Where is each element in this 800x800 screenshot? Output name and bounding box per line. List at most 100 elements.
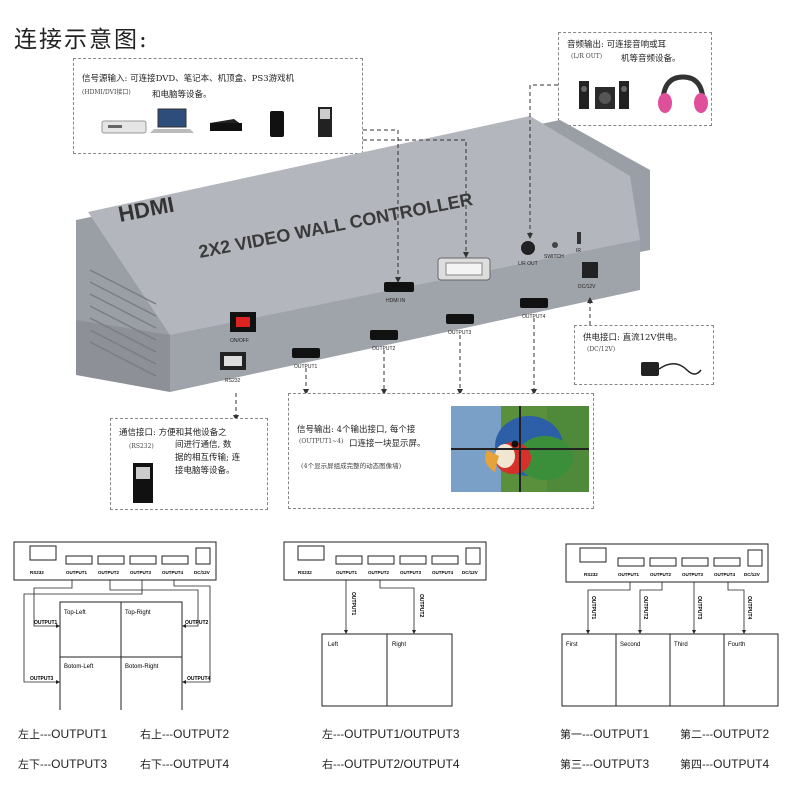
d3-caption-2: 第二---OUTPUT2 bbox=[680, 727, 770, 741]
output3-label: OUTPUT3 bbox=[448, 330, 472, 336]
laptop-icon bbox=[150, 108, 194, 133]
d2-cell-right: Right bbox=[392, 642, 406, 648]
comm-line3: 据的相互传输; 连 bbox=[175, 453, 241, 463]
device-top-face bbox=[88, 116, 640, 335]
audio-output-box: 音频输出: 可连接音响或耳 (L/R OUT) 机等音频设备。 bbox=[558, 32, 712, 126]
output3-port bbox=[446, 314, 474, 324]
d1-side-out4: OUTPUT4 bbox=[187, 676, 211, 682]
d3-caption-4: 第四---OUTPUT4 bbox=[680, 757, 770, 771]
d3-port-out4: OUTPUT4 bbox=[714, 572, 735, 577]
d3-cell-fourth: Fourth bbox=[728, 642, 745, 648]
d1-port-out4: OUTPUT4 bbox=[162, 570, 183, 575]
d2-port-out3: OUTPUT3 bbox=[400, 570, 421, 575]
speaker-system-icon bbox=[579, 81, 629, 109]
computer-tower-icon bbox=[133, 463, 153, 503]
d3-port-out1: OUTPUT1 bbox=[618, 572, 639, 577]
comm-line4: 接电脑等设备。 bbox=[175, 466, 235, 476]
output-note: (4个显示屏组成完整的动态图像墙) bbox=[301, 462, 402, 470]
comm-interface-box: 通信接口: 方便和其他设备之 间进行通信, 数 (RS232) 据的相互传输; … bbox=[110, 418, 268, 510]
output4-port bbox=[520, 298, 548, 308]
d2-port-dc: DC/12V bbox=[462, 570, 478, 575]
source-line1: 信号源输入: 可连接DVD、笔记本、机顶盒、PS3游戏机 bbox=[82, 74, 295, 84]
source-sub: (HDMI/DVI接口) bbox=[82, 89, 131, 96]
d1-port-out1: OUTPUT1 bbox=[66, 570, 87, 575]
d3-caption-3: 第三---OUTPUT3 bbox=[560, 757, 650, 771]
rs232-label: RS232 bbox=[225, 378, 241, 384]
power-sub: (DC/12V) bbox=[587, 346, 616, 353]
d1-side-out2: OUTPUT2 bbox=[185, 620, 209, 626]
audio-devices-icons bbox=[579, 74, 708, 113]
d1-cell-bl: Botom-Left bbox=[64, 664, 94, 670]
hdmi-in-label: HDMI IN bbox=[386, 298, 406, 304]
source-devices-icons bbox=[101, 107, 332, 137]
hdmi-in-port bbox=[384, 282, 414, 292]
output1-label: OUTPUT1 bbox=[294, 364, 318, 370]
d1-caption-2: 右上---OUTPUT2 bbox=[140, 727, 230, 741]
dc-label: DC/12V bbox=[578, 284, 596, 290]
audio-sub: (L/R OUT) bbox=[571, 53, 603, 60]
dc-port bbox=[582, 262, 598, 278]
d3-side-out4: OUTPUT4 bbox=[746, 596, 752, 620]
d2-port-out1: OUTPUT1 bbox=[336, 570, 357, 575]
ir-window bbox=[577, 232, 581, 244]
page-title: 连接示意图: bbox=[14, 27, 149, 53]
device-front-face bbox=[170, 240, 640, 392]
audio-line1: 音频输出: 可连接音响或耳 bbox=[567, 40, 667, 50]
ir-label: IR bbox=[576, 248, 581, 254]
device-side-face bbox=[76, 320, 170, 392]
output-line2: 口连接一块显示屏。 bbox=[349, 439, 426, 449]
d1-caption-3: 左下---OUTPUT3 bbox=[18, 757, 108, 771]
diagram1: RS232 OUTPUT1 OUTPUT2 OUTPUT3 OUTPUT4 DC… bbox=[13, 541, 217, 710]
d3-side-out2: OUTPUT2 bbox=[642, 596, 648, 620]
lr-out-label: L/R OUT bbox=[518, 261, 538, 267]
d2-port-out2: OUTPUT2 bbox=[368, 570, 389, 575]
d3-port-rs232: RS232 bbox=[584, 572, 598, 577]
output-line1: 信号输出: 4个输出接口, 每个接 bbox=[297, 425, 416, 435]
power-switch-label: ON/OFF bbox=[230, 338, 249, 344]
output2-port bbox=[370, 330, 398, 340]
d2-caption-1: 左---OUTPUT1/OUTPUT3 bbox=[322, 727, 460, 741]
d1-port-out3: OUTPUT3 bbox=[130, 570, 151, 575]
source-line2: 和电脑等设备。 bbox=[152, 90, 212, 100]
switch-label: SWITCH bbox=[544, 254, 564, 260]
d3-cell-second: Second bbox=[620, 642, 640, 648]
lr-out-jack bbox=[521, 241, 535, 255]
d1-cell-tl: Top-Left bbox=[64, 610, 86, 616]
power-line1: 供电接口: 直流12V供电。 bbox=[583, 333, 683, 343]
computer-tower-icon bbox=[318, 107, 332, 137]
d3-port-out2: OUTPUT2 bbox=[650, 572, 671, 577]
d3-cell-third: Third bbox=[674, 642, 688, 648]
audio-line2: 机等音频设备。 bbox=[621, 54, 681, 64]
headphones-icon bbox=[658, 74, 708, 113]
d2-caption-2: 右---OUTPUT2/OUTPUT4 bbox=[322, 757, 460, 771]
d3-port-out3: OUTPUT3 bbox=[682, 572, 703, 577]
d2-cell-left: Left bbox=[328, 642, 338, 648]
side-vents bbox=[89, 269, 157, 377]
comm-sub: (RS232) bbox=[129, 443, 154, 450]
d3-port-dc: DC/12V bbox=[744, 572, 760, 577]
output-sub: (OUTPUT1~4) bbox=[299, 438, 344, 445]
source-input-box: 信号源输入: 可连接DVD、笔记本、机顶盒、PS3游戏机 (HDMI/DVI接口… bbox=[73, 58, 363, 154]
d1-caption-4: 右下---OUTPUT4 bbox=[140, 757, 230, 771]
video-wall-parrot-image bbox=[451, 406, 589, 492]
output1-port bbox=[292, 348, 320, 358]
ps3-icon bbox=[270, 111, 284, 137]
comm-line2: 间进行通信, 数 bbox=[175, 440, 232, 450]
d1-port-out2: OUTPUT2 bbox=[98, 570, 119, 575]
controller-device: HDMI 2X2 VIDEO WALL CONTROLLER HDMI IN L… bbox=[76, 116, 650, 392]
d3-cell-first: First bbox=[566, 642, 578, 648]
d3-side-out3: OUTPUT3 bbox=[696, 596, 702, 620]
comm-line1: 通信接口: 方便和其他设备之 bbox=[119, 428, 227, 438]
diagram3: RS232 OUTPUT1 OUTPUT2 OUTPUT3 OUTPUT4 DC… bbox=[561, 543, 779, 707]
output2-label: OUTPUT2 bbox=[372, 346, 396, 352]
d2-port-rs232: RS232 bbox=[298, 570, 312, 575]
d2-port-out4: OUTPUT4 bbox=[432, 570, 453, 575]
d3-side-out1: OUTPUT1 bbox=[590, 596, 596, 620]
d1-side-out3: OUTPUT3 bbox=[30, 676, 54, 682]
d2-side-out2: OUTPUT2 bbox=[418, 594, 424, 618]
d2-side-out1: OUTPUT1 bbox=[350, 592, 356, 616]
d3-caption-1: 第一---OUTPUT1 bbox=[560, 727, 650, 741]
diagram2: RS232 OUTPUT1 OUTPUT2 OUTPUT3 OUTPUT4 DC… bbox=[283, 541, 487, 707]
power-adapter-icon bbox=[641, 362, 702, 376]
